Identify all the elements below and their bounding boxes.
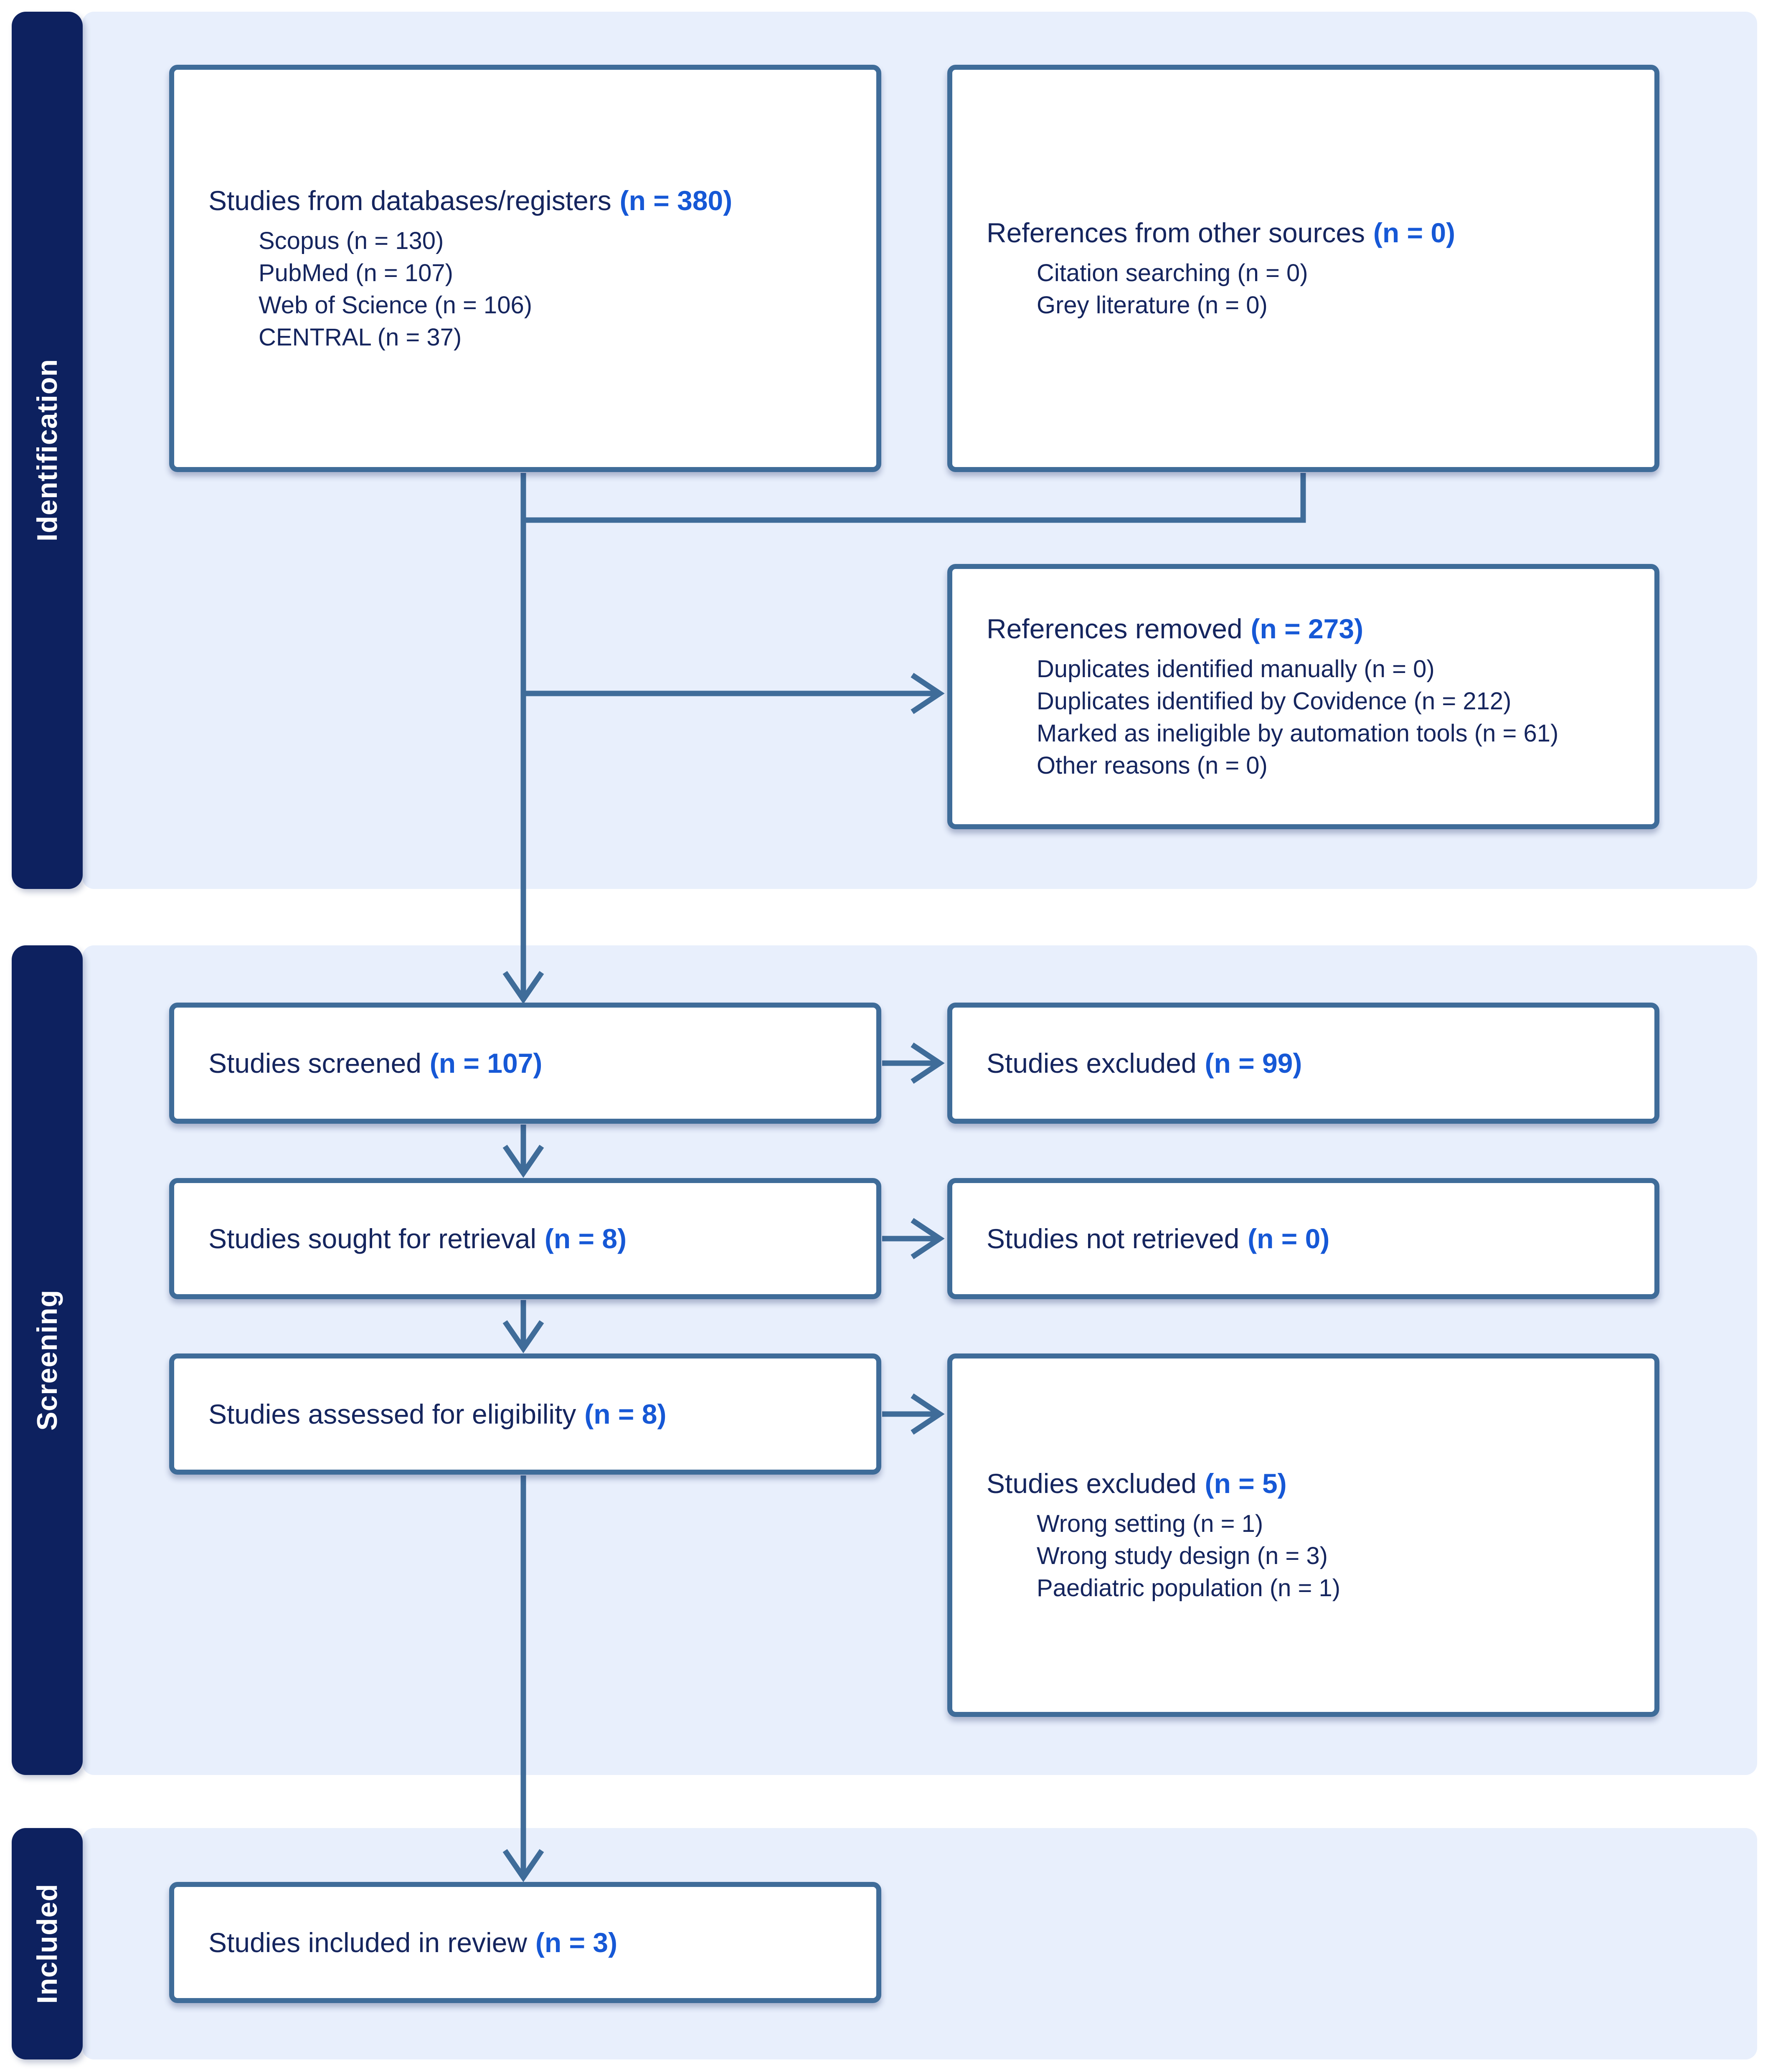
box-title-text: Studies sought for retrieval xyxy=(208,1223,537,1254)
box-references-removed: References removed (n = 273) Duplicates i… xyxy=(947,564,1659,829)
box-title-text: Studies excluded xyxy=(987,1047,1197,1079)
box-count: (n = 5) xyxy=(1205,1468,1287,1499)
box-studies-excluded-screening: Studies excluded(n = 99) xyxy=(947,1003,1659,1124)
box-item-list: Citation searching (n = 0) Grey literatu… xyxy=(987,257,1638,321)
box-title: Studies assessed for eligibility(n = 8) xyxy=(208,1397,860,1432)
box-item: Duplicates identified manually (n = 0) xyxy=(1037,655,1435,683)
box-item: Citation searching (n = 0) xyxy=(1037,259,1308,287)
box-item-list: Wrong setting (n = 1) Wrong study design… xyxy=(987,1508,1638,1604)
box-title: Studies excluded (n = 5) xyxy=(987,1466,1638,1501)
box-studies-included-review: Studies included in review(n = 3) xyxy=(169,1882,881,2003)
box-title: Studies included in review(n = 3) xyxy=(208,1925,860,1960)
box-count: (n = 107) xyxy=(429,1047,543,1079)
box-title: References from other sources(n = 0) xyxy=(987,216,1638,250)
box-item: Marked as ineligible by automation tools… xyxy=(1037,719,1559,747)
box-title-text: Studies screened xyxy=(208,1047,421,1079)
box-count: (n = 8) xyxy=(544,1223,627,1254)
box-title-text: Studies from databases/registers xyxy=(208,185,611,216)
sidebar-screening-label: Screening xyxy=(31,1290,63,1431)
box-count: (n = 8) xyxy=(584,1398,667,1430)
sidebar-identification: Identification xyxy=(12,12,83,889)
box-studies-not-retrieved: Studies not retrieved (n = 0) xyxy=(947,1178,1659,1299)
box-item-list: Scopus (n = 130) PubMed (n = 107) Web of… xyxy=(208,225,860,354)
box-item: Duplicates identified by Covidence (n = … xyxy=(1037,687,1512,715)
box-item: Paediatric population (n = 1) xyxy=(1037,1574,1341,1602)
box-item: Web of Science (n = 106) xyxy=(259,291,533,319)
box-title-text: References from other sources xyxy=(987,217,1365,249)
box-item-list: Duplicates identified manually (n = 0) D… xyxy=(987,653,1638,782)
box-item: Other reasons (n = 0) xyxy=(1037,752,1268,779)
sidebar-included-label: Included xyxy=(31,1884,63,2004)
box-studies-from-databases: Studies from databases/registers (n = 380… xyxy=(169,65,881,472)
box-count: (n = 273) xyxy=(1251,613,1364,644)
box-item: CENTRAL (n = 37) xyxy=(259,323,462,351)
box-count: (n = 99) xyxy=(1205,1047,1302,1079)
sidebar-screening: Screening xyxy=(12,945,83,1775)
sidebar-identification-label: Identification xyxy=(31,359,63,542)
box-count: (n = 0) xyxy=(1373,217,1456,249)
box-title-text: Studies assessed for eligibility xyxy=(208,1398,576,1430)
sidebar-included: Included xyxy=(12,1828,83,2059)
box-title: Studies not retrieved (n = 0) xyxy=(987,1221,1638,1256)
box-title: References removed (n = 273) xyxy=(987,612,1638,646)
box-title-text: References removed xyxy=(987,613,1243,644)
box-title: Studies excluded(n = 99) xyxy=(987,1046,1638,1081)
box-title-text: Studies not retrieved xyxy=(987,1223,1240,1254)
box-studies-sought-retrieval: Studies sought for retrieval(n = 8) xyxy=(169,1178,881,1299)
box-title: Studies from databases/registers (n = 380… xyxy=(208,183,860,218)
box-item: Wrong study design (n = 3) xyxy=(1037,1542,1328,1569)
box-title: Studies sought for retrieval(n = 8) xyxy=(208,1221,860,1256)
box-item: Scopus (n = 130) xyxy=(259,227,444,254)
box-title-text: Studies included in review xyxy=(208,1927,528,1958)
box-count: (n = 0) xyxy=(1248,1223,1330,1254)
box-studies-screened: Studies screened(n = 107) xyxy=(169,1003,881,1124)
box-title-text: Studies excluded xyxy=(987,1468,1197,1499)
box-count: (n = 3) xyxy=(535,1927,618,1958)
box-references-other-sources: References from other sources(n = 0) Cit… xyxy=(947,65,1659,472)
box-count: (n = 380) xyxy=(619,185,733,216)
box-studies-excluded-eligibility: Studies excluded (n = 5) Wrong setting (n… xyxy=(947,1353,1659,1717)
box-title: Studies screened(n = 107) xyxy=(208,1046,860,1081)
box-item: PubMed (n = 107) xyxy=(259,259,453,287)
box-studies-assessed-eligibility: Studies assessed for eligibility(n = 8) xyxy=(169,1353,881,1475)
box-item: Wrong setting (n = 1) xyxy=(1037,1510,1263,1537)
box-item: Grey literature (n = 0) xyxy=(1037,291,1268,319)
